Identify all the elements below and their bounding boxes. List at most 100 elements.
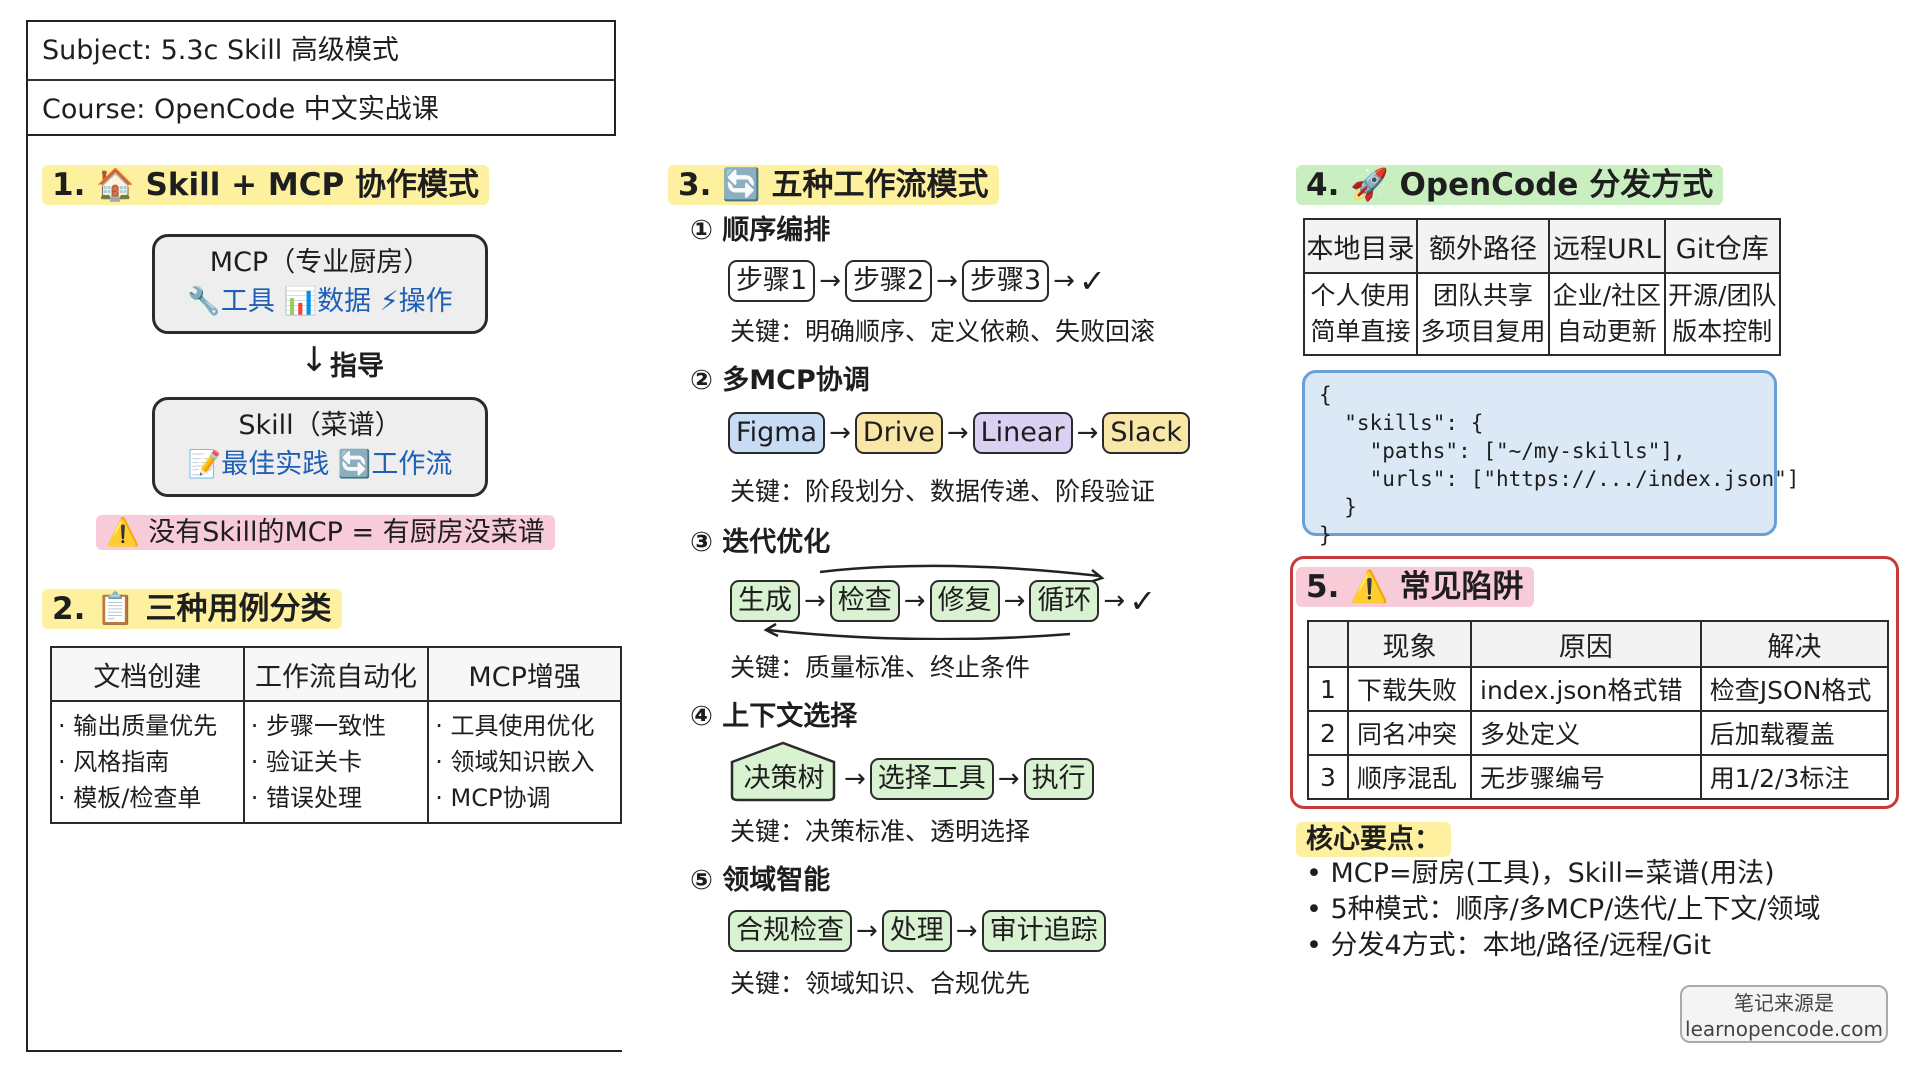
source-badge: 笔记来源是 learnopencode.com xyxy=(1680,985,1888,1043)
flow-step: 合规检查 xyxy=(728,910,852,952)
list-item: • 分发4方式：本地/路径/远程/Git xyxy=(1306,930,1711,961)
dist-cell: 个人使用简单直接 xyxy=(1303,272,1418,356)
arrow-right-icon: → xyxy=(936,266,958,296)
arrow-right-icon: → xyxy=(819,266,841,296)
section2-title: 2. 📋 三种用例分类 xyxy=(42,586,342,632)
flow-step: 检查 xyxy=(829,580,900,622)
decision-tree-shape xyxy=(730,741,836,802)
arrow-right-icon: → xyxy=(1003,586,1026,616)
flow-step: 步骤3 xyxy=(961,260,1050,302)
distribution-table: 本地目录 额外路径 远程URL Git仓库 个人使用简单直接 团队共享多项目复用… xyxy=(1303,218,1782,356)
pattern2-key: 关键：阶段划分、数据传递、阶段验证 xyxy=(730,477,1156,506)
pattern3-flow: 生成→检查→修复→循环→✓ xyxy=(730,580,1156,622)
pattern5-key: 关键：领域知识、合规优先 xyxy=(730,969,1031,998)
pitfall-header: 解决 xyxy=(1699,620,1890,668)
dist-cell: 开源/团队版本控制 xyxy=(1663,272,1782,356)
use-case-header: MCP增强 xyxy=(427,646,622,702)
check-icon: ✓ xyxy=(1078,262,1106,300)
dist-header: 本地目录 xyxy=(1303,218,1418,274)
table-row: 1 下载失败 index.json格式错 检查JSON格式 xyxy=(1307,666,1890,712)
guide-label: 指导 xyxy=(330,351,384,382)
config-code-block: { "skills": { "paths": ["~/my-skills"], … xyxy=(1302,370,1799,547)
flow-step-linear: Linear xyxy=(972,412,1073,454)
arrow-right-icon: → xyxy=(955,916,978,946)
skill-card-title: Skill（菜谱） xyxy=(238,410,402,441)
dist-cell: 企业/社区自动更新 xyxy=(1548,272,1666,356)
pattern5-flow: 合规检查→处理→审计追踪 xyxy=(728,910,1106,952)
warning-note: ⚠️ 没有Skill的MCP = 有厨房没菜谱 xyxy=(96,512,555,554)
source-link[interactable]: learnopencode.com xyxy=(1685,1017,1883,1041)
dist-header: 额外路径 xyxy=(1415,218,1551,274)
loop-arrow-icon xyxy=(763,564,1105,640)
pattern1-key: 关键：明确顺序、定义依赖、失败回滚 xyxy=(730,317,1156,346)
section3-title: 3. 🔄 五种工作流模式 xyxy=(668,162,999,208)
dist-cell: 团队共享多项目复用 xyxy=(1415,272,1551,356)
section4-title: 4. 🚀 OpenCode 分发方式 xyxy=(1296,162,1724,208)
pattern2-flow: Figma→Drive→Linear→Slack xyxy=(728,412,1191,454)
arrow-right-icon: → xyxy=(844,764,866,794)
arrow-right-icon: → xyxy=(1076,418,1099,448)
flow-step-slack: Slack xyxy=(1102,412,1191,454)
arrow-right-icon: → xyxy=(903,586,926,616)
pattern4-key: 关键：决策标准、透明选择 xyxy=(730,817,1031,846)
list-item: • MCP=厨房(工具)，Skill=菜谱(用法) xyxy=(1306,858,1775,889)
pitfall-header: 原因 xyxy=(1470,620,1702,668)
table-row: 3 顺序混乱 无步骤编号 用1/2/3标注 xyxy=(1307,754,1890,800)
use-case-header: 工作流自动化 xyxy=(242,646,430,702)
pattern3-label: ③ 迭代优化 xyxy=(690,527,831,558)
flow-step: 步骤2 xyxy=(844,260,933,302)
section5-title: 5. ⚠️ 常见陷阱 xyxy=(1296,564,1534,610)
arrow-right-icon: → xyxy=(856,916,878,946)
arrow-right-icon: → xyxy=(829,418,851,448)
left-border-horizontal xyxy=(26,1050,622,1052)
flow-step-decision-tree: 决策树 xyxy=(743,763,825,794)
skill-card-items: 📝最佳实践 🔄工作流 xyxy=(187,449,453,480)
pattern4-flow: 决策树→选择工具→执行 xyxy=(728,758,1094,800)
check-icon: ✓ xyxy=(1129,582,1156,620)
use-case-table: 文档创建 工作流自动化 MCP增强 · 输出质量优先 · 风格指南 · 模板/检… xyxy=(50,646,622,824)
dist-header: Git仓库 xyxy=(1663,218,1782,274)
use-case-cell: · 工具使用优化 · 领域知识嵌入 · MCP协调 xyxy=(427,700,622,824)
section1-title: 1. 🏠 Skill + MCP 协作模式 xyxy=(42,162,490,208)
pattern2-label: ② 多MCP协调 xyxy=(690,365,870,396)
flow-step: 生成 xyxy=(730,580,800,622)
flow-step: 修复 xyxy=(929,580,1000,622)
arrow-right-icon: → xyxy=(1103,586,1126,616)
core-points: • MCP=厨房(工具)，Skill=菜谱(用法) • 5种模式：顺序/多MCP… xyxy=(1306,856,1821,964)
down-arrow-icon: ↓ xyxy=(300,340,329,380)
list-item: • 5种模式：顺序/多MCP/迭代/上下文/领域 xyxy=(1306,894,1821,925)
course-line: Course: OpenCode 中文实战课 xyxy=(28,79,614,138)
mcp-card-items: 🔧工具 📊数据 ⚡操作 xyxy=(187,286,453,317)
config-code: { "skills": { "paths": ["~/my-skills"], … xyxy=(1319,383,1800,547)
core-title: 核心要点： xyxy=(1296,820,1451,860)
pitfall-box xyxy=(1290,556,1899,809)
use-case-cell: · 步骤一致性 · 验证关卡 · 错误处理 xyxy=(242,700,430,824)
left-border-vertical xyxy=(26,135,28,1051)
header-box: Subject: 5.3c Skill 高级模式 Course: OpenCod… xyxy=(26,20,616,136)
table-row: 2 同名冲突 多处定义 后加载覆盖 xyxy=(1307,710,1890,756)
mcp-card-title: MCP（专业厨房） xyxy=(209,247,431,278)
flow-step-drive: Drive xyxy=(854,412,943,454)
flow-step: 处理 xyxy=(881,910,952,952)
flow-step: 循环 xyxy=(1029,580,1100,622)
arrow-right-icon: → xyxy=(1053,266,1075,296)
arrow-right-icon: → xyxy=(946,418,969,448)
pitfall-header: 现象 xyxy=(1347,620,1472,668)
flow-step: 选择工具 xyxy=(869,758,994,800)
flow-step: 审计追踪 xyxy=(981,910,1106,952)
pattern3-key: 关键：质量标准、终止条件 xyxy=(730,653,1031,682)
pattern5-label: ⑤ 领域智能 xyxy=(690,865,831,896)
flow-step: 步骤1 xyxy=(728,260,816,302)
flow-step: 执行 xyxy=(1023,758,1094,800)
pattern4-label: ④ 上下文选择 xyxy=(690,701,858,732)
skill-card: Skill（菜谱） 📝最佳实践 🔄工作流 xyxy=(152,397,488,497)
arrow-right-icon: → xyxy=(804,586,826,616)
subject-line: Subject: 5.3c Skill 高级模式 xyxy=(42,35,399,66)
use-case-cell: · 输出质量优先 · 风格指南 · 模板/检查单 xyxy=(50,700,245,824)
arrow-right-icon: → xyxy=(997,764,1020,794)
pattern1-label: ① 顺序编排 xyxy=(690,215,831,246)
mcp-card: MCP（专业厨房） 🔧工具 📊数据 ⚡操作 xyxy=(152,234,488,334)
flow-step-figma: Figma xyxy=(728,412,826,454)
use-case-header: 文档创建 xyxy=(50,646,245,702)
dist-header: 远程URL xyxy=(1548,218,1666,274)
